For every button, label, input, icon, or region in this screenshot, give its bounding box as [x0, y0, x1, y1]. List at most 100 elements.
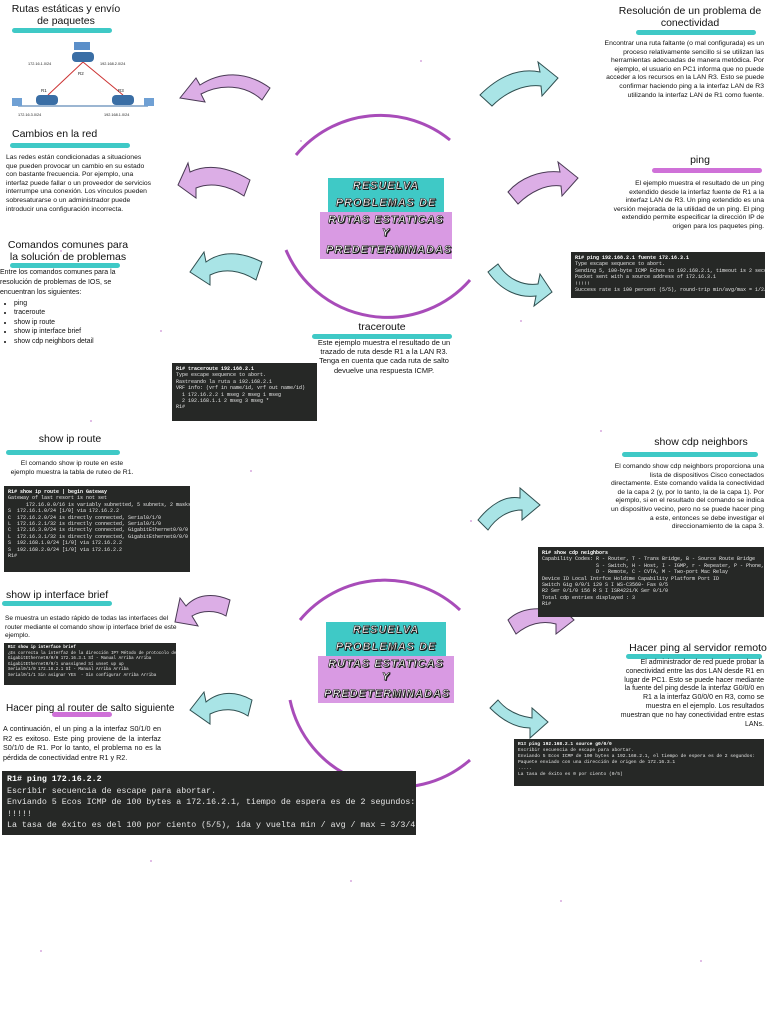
list-item: show ip route	[14, 318, 140, 327]
console-line: Switch Gig 0/0/1 129 S I WS-C3560- Fas 0…	[542, 582, 669, 589]
label-r3: R3	[118, 88, 124, 93]
list-item: ping	[14, 299, 140, 308]
console-line: Sending 5, 100-byte ICMP Echos to 192.16…	[575, 267, 765, 274]
banner-line: RUTAS ESTATICAS Y	[318, 656, 454, 686]
arrow-purple-top-left	[179, 74, 271, 103]
pc-right-icon	[144, 98, 154, 106]
decor-dot	[40, 950, 42, 952]
console-line: R1#	[176, 404, 186, 411]
network-topology-diagram: R2 R1 R3 172.16.1.0/24 192.168.2.0/24 17…	[12, 42, 154, 117]
title-underline	[6, 450, 120, 455]
title-underline	[10, 143, 130, 148]
arrow-teal-bottom-right-top	[477, 486, 541, 531]
banner-line: PREDETERMINADAS	[320, 242, 452, 259]
ping-text: El ejemplo muestra el resultado de un pi…	[613, 180, 764, 230]
console-line: GigabitEthernet0/0/1 unassigned Sí unset…	[8, 662, 124, 667]
console-line: Packet sent with a source address of 172…	[575, 274, 717, 281]
list-item: show cdp neighbors detail	[14, 337, 140, 346]
decor-dot	[600, 430, 602, 432]
console-line: S 192.168.2.0/24 [1/0] via 172.16.2.2	[8, 546, 123, 553]
console-line: Escribir secuencia de escape para aborta…	[518, 748, 634, 753]
section-title-ping-remoto: Hacer ping al servidor remoto	[629, 642, 767, 654]
section-title-comandos: Comandos comunes para la solución de pro…	[7, 239, 129, 263]
banner-line: PROBLEMAS DE	[328, 195, 444, 212]
router-r1-icon	[36, 95, 58, 105]
decor-dot	[470, 520, 472, 522]
console-line: !!!!!	[575, 280, 591, 287]
arrow-purple-bottom-left-top	[174, 594, 231, 627]
console-line: Rastreando la ruta a 192.168.2.1	[176, 378, 273, 385]
ping-salto-text: A continuación, el un ping a la interfaz…	[3, 724, 161, 762]
console-line: 2 192.168.1.1 2 mseg 3 mseg *	[176, 398, 270, 405]
section-title-cdp: show cdp neighbors	[654, 436, 748, 448]
section-title-ping-salto: Hacer ping al router de salto siguiente	[6, 703, 175, 714]
ping-remoto-text: El administrador de red puede probar la …	[620, 659, 764, 728]
title-underline	[12, 28, 112, 33]
console-line: C 172.16.3.0/24 is directly connected, G…	[8, 527, 189, 534]
title-underline	[652, 168, 762, 173]
console-line: Serial0/1/1 Sin asignar YES - Sin config…	[8, 673, 157, 678]
banner-line: RESUELVA	[328, 178, 444, 195]
decor-dot	[560, 900, 562, 902]
list-item: show ip interface brief	[14, 327, 140, 336]
decor-dot	[60, 250, 62, 252]
arrow-teal-left	[189, 250, 263, 286]
section-title-show-ip-route: show ip route	[38, 433, 102, 445]
decor-dot	[420, 60, 422, 62]
decor-dot	[520, 320, 522, 322]
section-title-traceroute: traceroute	[358, 321, 406, 333]
console-line: S - Switch, H - Host, I - IGMP, r - Repe…	[542, 562, 764, 569]
list-item: traceroute	[14, 308, 140, 317]
console-line: 172.16.0.0/16 is variably subnetted, 5 s…	[8, 501, 190, 508]
console-line: S 192.168.1.0/24 [1/0] via 172.16.2.2	[8, 540, 123, 547]
arrow-teal-top-right	[479, 60, 559, 107]
console-line: Enviando 5 Ecos ICMP de 100 bytes a 192.…	[518, 754, 756, 759]
decor-dot	[300, 140, 302, 142]
center-banner-top: RESUELVA PROBLEMAS DE RUTAS ESTATICAS Y …	[320, 178, 452, 259]
arrow-purple-mid-left	[177, 161, 251, 199]
title-underline	[2, 601, 112, 606]
title-underline	[622, 452, 758, 457]
title-underline	[312, 334, 452, 339]
console-line: R1# ping 192.168.2.1 source g0/0/0	[518, 742, 612, 747]
arrow-purple-right	[507, 160, 579, 205]
section-title-ping: ping	[690, 154, 710, 166]
console-line: S 172.16.1.0/24 [1/0] via 172.16.2.2	[8, 508, 120, 515]
server-icon	[74, 42, 90, 50]
console-line: D - Remote, C - CVTA, M - Two-port Mac R…	[542, 569, 729, 576]
console-line: La tasa de éxito es 0 por ciento (0/5)	[518, 772, 623, 777]
console-line: L 172.16.2.1/32 is directly connected, S…	[8, 521, 162, 528]
console-line: R1# show ip interface brief	[8, 646, 76, 650]
decor-dot	[700, 960, 702, 962]
console-line: Success rate is 100 percent (5/5), round…	[575, 287, 765, 294]
label-net3: 172.16.3.0/24	[18, 113, 41, 117]
console-line: Capability Codes: R - Router, T - Trans …	[542, 556, 756, 563]
decor-dot	[160, 330, 162, 332]
console-line: ¿Es correcta la interfaz de la dirección…	[8, 651, 176, 656]
cdp-text: El comando show cdp neighbors proporcion…	[610, 463, 764, 531]
console-line: Type escape sequence to abort.	[176, 372, 267, 379]
top-circle-arc-lower	[284, 249, 472, 319]
console-line: R2 Ser 0/1/0 156 R S I ISR4221/K Ser 0/1…	[542, 588, 669, 595]
title-underline	[636, 30, 756, 35]
label-net4: 192.168.1.0/24	[104, 113, 129, 117]
label-r2: R2	[78, 71, 84, 76]
section-title-cambios: Cambios en la red	[12, 128, 98, 140]
comandos-block: Entre los comandos comunes para la resol…	[0, 268, 140, 346]
console-line: Escribir secuencia de escape para aborta…	[7, 786, 217, 796]
comandos-list: ping traceroute show ip route show ip in…	[10, 299, 140, 346]
console-line: Device ID Local Intrfce Holdtme Capabili…	[542, 575, 720, 582]
decor-dot	[350, 880, 352, 882]
console-line: Total cdp entries displayed : 3	[542, 594, 636, 601]
label-net2: 192.168.2.0/24	[100, 62, 125, 66]
resolucion-text: Encontrar una ruta faltante (o mal confi…	[604, 40, 764, 99]
router-r2-icon	[72, 52, 94, 62]
traceroute-text: Este ejemplo muestra el resultado de un …	[317, 338, 451, 375]
console-line: L 172.16.3.1/32 is directly connected, G…	[8, 533, 189, 540]
center-banner-bottom: RESUELVA PROBLEMAS DE RUTAS ESTATICAS Y …	[318, 622, 454, 703]
banner-line: PREDETERMINADAS	[318, 686, 454, 703]
bottom-circle-arc-upper	[298, 578, 462, 621]
